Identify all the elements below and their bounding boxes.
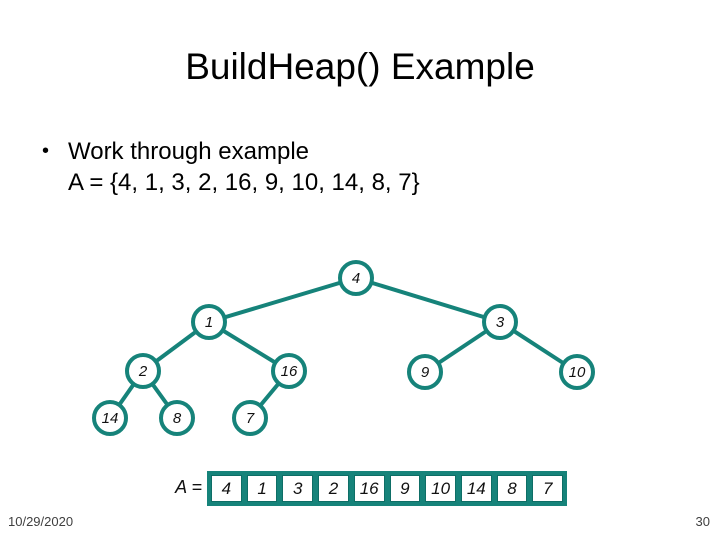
- bullet-line-2: A = {4, 1, 3, 2, 16, 9, 10, 14, 8, 7}: [68, 169, 420, 196]
- array-cell: 8: [496, 475, 528, 502]
- array-cell: 14: [460, 475, 492, 502]
- tree-node-10: 10: [559, 354, 595, 390]
- tree-node-1: 1: [191, 304, 227, 340]
- array-cell: 4: [211, 475, 242, 502]
- tree-node-14: 14: [92, 400, 128, 436]
- tree-node-2: 2: [125, 353, 161, 389]
- bullet-item: • Work through example A = {4, 1, 3, 2, …: [42, 136, 662, 198]
- bullet-list: • Work through example A = {4, 1, 3, 2, …: [42, 136, 662, 198]
- array-cell: 9: [389, 475, 421, 502]
- array-cell: 1: [246, 475, 278, 502]
- array-cell: 7: [532, 475, 564, 502]
- tree-node-4: 4: [338, 260, 374, 296]
- footer-date: 10/29/2020: [8, 514, 74, 529]
- tree-node-16: 16: [271, 353, 307, 389]
- tree-node-3: 3: [482, 304, 518, 340]
- bullet-line-1: Work through example: [68, 138, 310, 165]
- array-cell: 2: [318, 475, 349, 502]
- tree-node-7: 7: [232, 400, 268, 436]
- array-cell: 16: [353, 475, 385, 502]
- tree-node-9: 9: [407, 354, 443, 390]
- slide-title: BuildHeap() Example: [185, 46, 535, 87]
- bullet-marker: •: [42, 140, 50, 162]
- array-cell: 10: [425, 475, 456, 502]
- array-box: 4 1 3 2 16 9 10 14 8 7: [207, 471, 567, 506]
- array-cell: 3: [282, 475, 314, 502]
- tree-edge: [354, 276, 502, 324]
- tree-edge: [207, 276, 358, 324]
- bullet-text: Work through example A = {4, 1, 3, 2, 16…: [68, 136, 662, 198]
- array-label: A =: [175, 477, 202, 497]
- slide-number: 30: [695, 514, 710, 529]
- tree-node-8: 8: [159, 400, 195, 436]
